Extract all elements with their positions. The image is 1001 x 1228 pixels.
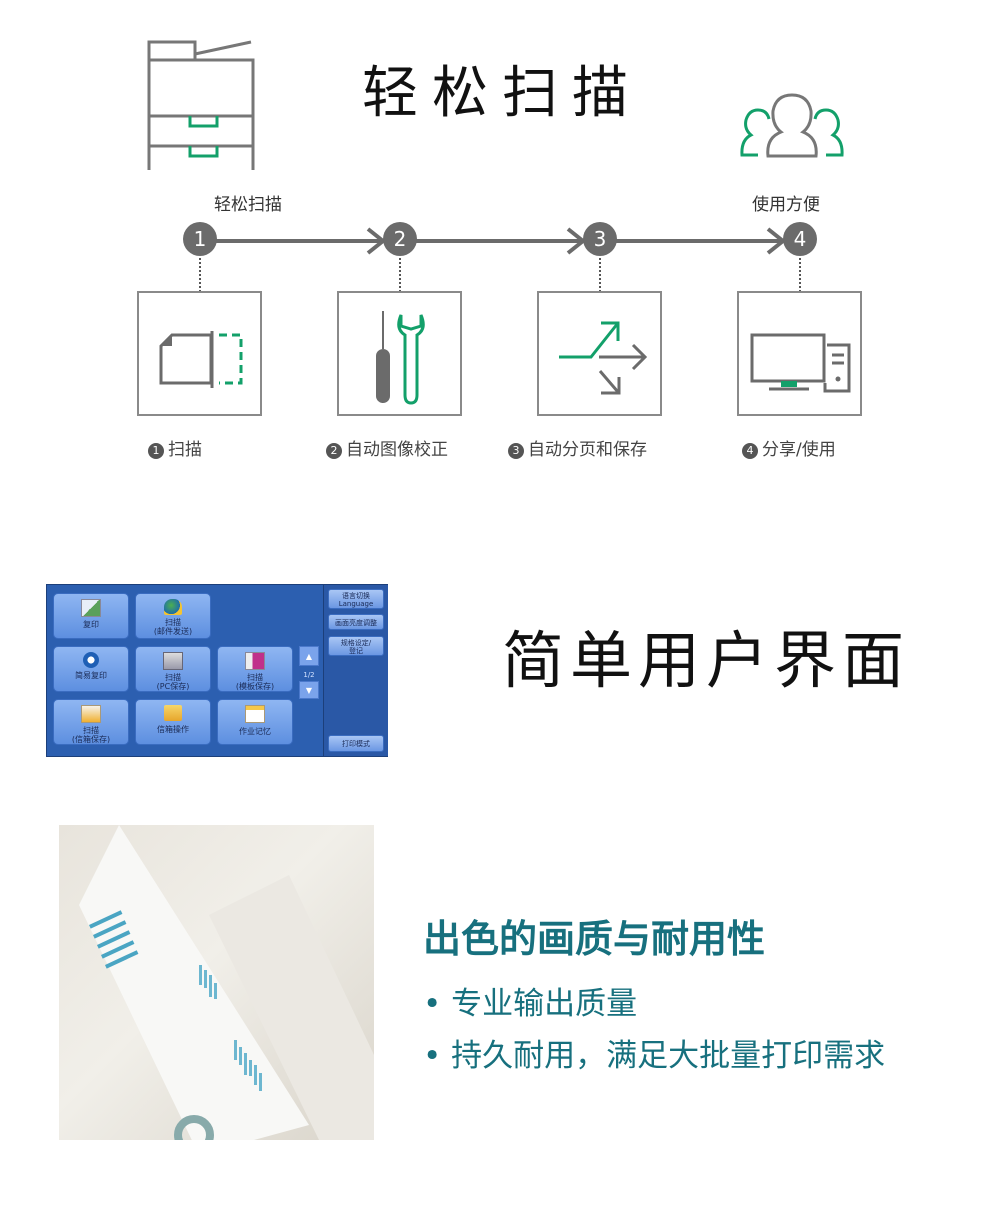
step-2-circle: 2	[383, 222, 417, 256]
caption-easy-use: 使用方便	[752, 195, 820, 215]
step-4-circle: 4	[783, 222, 817, 256]
connector-3	[599, 258, 601, 292]
bullet-2: • 持久耐用，满足大批量打印需求	[423, 1038, 886, 1074]
tile-mailbox-ops[interactable]: 信箱操作	[135, 699, 211, 745]
step-3-circle: 3	[583, 222, 617, 256]
caption-easy-scan: 轻松扫描	[214, 195, 282, 215]
job-memory-icon	[245, 705, 265, 723]
step-4-box	[737, 291, 862, 416]
spec-settings-button[interactable]: 规格设定/ 登记	[328, 636, 384, 656]
computer-icon	[750, 333, 851, 393]
scan-document-icon	[159, 331, 243, 388]
pc-scan-icon	[163, 652, 183, 670]
timeline	[200, 224, 810, 258]
mailbox-folder-icon	[164, 705, 182, 721]
section-title-easy-scan: 轻松扫描	[362, 61, 642, 126]
touch-panel-screenshot: 复印 扫描 (邮件发送) 简易复印 扫描 (PC保存) 扫描 (模板保存) 扫描…	[46, 584, 388, 757]
print-mode-button[interactable]: 打印模式	[328, 735, 384, 752]
tile-scan-email[interactable]: 扫描 (邮件发送)	[135, 593, 211, 639]
section-title-quality: 出色的画质与耐用性	[423, 917, 766, 961]
tile-scan-template[interactable]: 扫描 (模板保存)	[217, 646, 293, 692]
connector-1	[199, 258, 201, 292]
tools-icon	[376, 311, 425, 405]
connector-4	[799, 258, 801, 292]
step-1-circle: 1	[183, 222, 217, 256]
step-2-box	[337, 291, 462, 416]
split-arrows-icon	[559, 321, 648, 395]
tile-scan-mailbox[interactable]: 扫描 (信箱保存)	[53, 699, 129, 745]
brightness-button[interactable]: 画面亮度调整	[328, 614, 384, 630]
section-title-simple-ui: 简单用户界面	[502, 624, 911, 697]
mailbox-scan-icon	[81, 705, 101, 723]
page-up-button[interactable]: ▲	[299, 646, 319, 666]
bullet-1: • 专业输出质量	[423, 986, 638, 1022]
language-switch-button[interactable]: 语言切换 Language	[328, 589, 384, 609]
copy-icon	[81, 599, 101, 617]
page-indicator: 1/2	[303, 671, 315, 679]
step-3-box	[537, 291, 662, 416]
page-down-button[interactable]: ▼	[299, 681, 319, 699]
printed-report-pages-photo	[59, 825, 374, 1140]
tile-job-memory[interactable]: 作业记忆	[217, 699, 293, 745]
bullet-dot: •	[423, 1038, 452, 1074]
side-column	[323, 585, 388, 756]
template-scan-icon	[245, 652, 265, 670]
globe-folder-icon	[164, 599, 182, 615]
tile-easy-copy[interactable]: 简易复印	[53, 646, 129, 692]
users-icon	[738, 92, 846, 160]
easy-copy-icon	[83, 652, 99, 668]
step-1-box	[137, 291, 262, 416]
tile-scan-pc[interactable]: 扫描 (PC保存)	[135, 646, 211, 692]
printer-icon	[145, 30, 265, 180]
tile-copy[interactable]: 复印	[53, 593, 129, 639]
bullet-dot: •	[423, 986, 452, 1022]
connector-2	[399, 258, 401, 292]
